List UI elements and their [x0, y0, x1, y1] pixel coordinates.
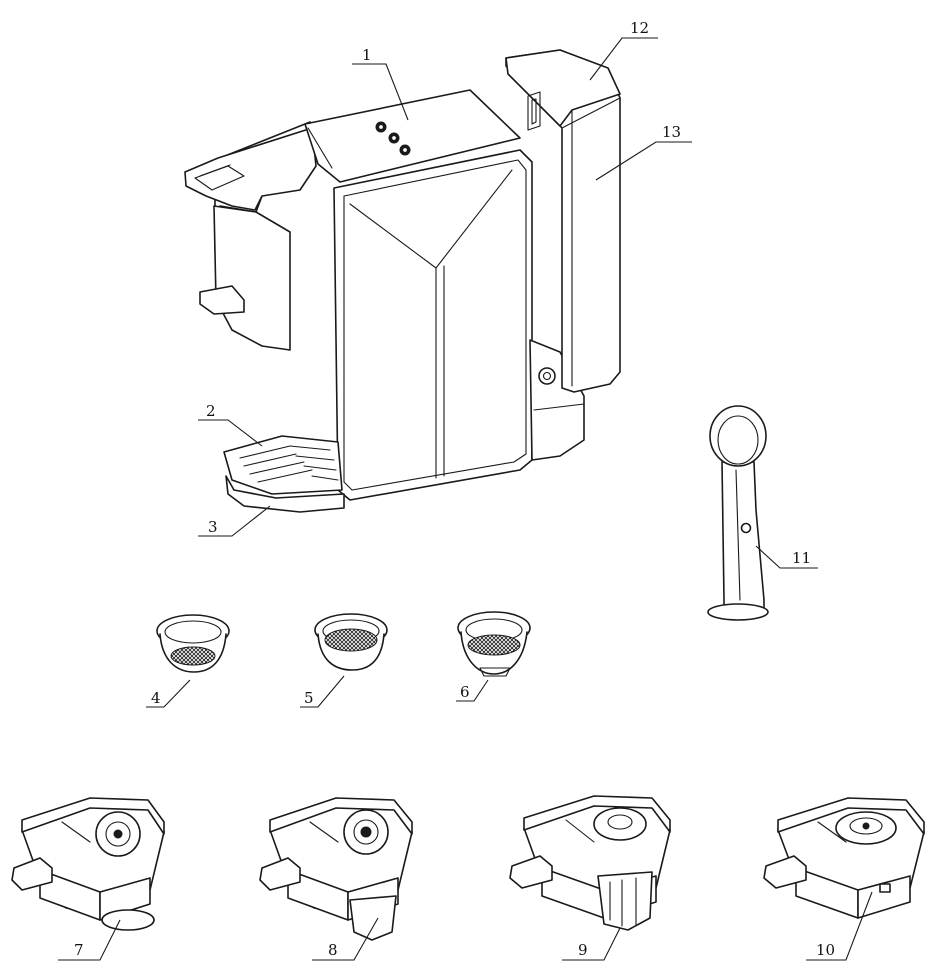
capsule-adapter-9	[509, 795, 671, 931]
adapter-8-handle	[259, 857, 301, 891]
top-panel	[304, 89, 521, 183]
adapter-9-handle	[509, 855, 553, 889]
filter-basket-5	[314, 613, 388, 671]
capsule-adapter-7	[11, 797, 165, 931]
adapter-7-cup	[101, 909, 155, 931]
callout-11: 11	[792, 549, 811, 567]
machine-left-column	[213, 205, 291, 351]
water-tank	[505, 49, 621, 393]
callout-10: 10	[816, 941, 835, 959]
adapter-8-pod-holder	[349, 895, 397, 941]
leader-13	[595, 141, 692, 181]
leader-5	[300, 675, 345, 708]
leader-9	[562, 927, 621, 961]
water-tank-lid	[505, 49, 621, 127]
drip-tray-base	[225, 475, 345, 513]
leader-12	[589, 37, 658, 81]
leader-lines	[58, 37, 873, 961]
callout-labels: 1 2 3 4 5 6 7 8 9 10 11 12 13	[74, 19, 835, 959]
basket-5-mesh	[324, 628, 378, 652]
coffee-tamper	[707, 405, 769, 621]
front-panel	[333, 149, 533, 501]
capsule-adapter-10	[763, 797, 925, 919]
leader-2	[198, 419, 263, 447]
leader-1	[352, 63, 409, 121]
tamper-scoop-rim	[709, 405, 767, 467]
callout-4: 4	[151, 689, 161, 707]
basket-4-mesh	[170, 646, 216, 666]
filter-basket-6	[457, 611, 531, 677]
callout-3: 3	[208, 518, 218, 536]
tamper-button	[740, 522, 752, 534]
tamper-scoop-inner	[717, 415, 759, 465]
callout-7: 7	[74, 941, 84, 959]
tamper-handle	[721, 461, 765, 619]
callout-12: 12	[630, 19, 649, 37]
leader-10	[806, 891, 873, 961]
callout-9: 9	[578, 941, 588, 959]
brew-spout	[199, 285, 245, 315]
callout-8: 8	[328, 941, 338, 959]
drip-tray-slots	[239, 445, 339, 483]
adapter-7-handle	[11, 857, 53, 891]
leader-4	[146, 679, 191, 708]
water-tank-handle	[527, 91, 541, 131]
front-panel-inner	[343, 159, 527, 491]
leader-11	[755, 545, 818, 569]
leader-3	[198, 505, 271, 537]
filter-basket-4	[156, 614, 230, 673]
coffee-machine	[184, 89, 585, 513]
callout-5: 5	[304, 689, 314, 707]
callout-1: 1	[362, 46, 372, 64]
drip-tray-grid	[223, 435, 343, 495]
callout-13: 13	[662, 123, 681, 141]
leader-6	[456, 679, 489, 702]
leader-7	[58, 919, 121, 961]
capsule-adapter-8	[259, 797, 413, 941]
adapter-10-handle	[763, 855, 807, 889]
lid-handle	[184, 127, 317, 211]
adapter-9-pod-holder	[597, 871, 653, 931]
basket-6-mesh	[467, 634, 521, 656]
leader-8	[312, 917, 379, 961]
callout-2: 2	[206, 402, 216, 420]
callout-6: 6	[460, 683, 470, 701]
tamper-base	[707, 603, 769, 621]
